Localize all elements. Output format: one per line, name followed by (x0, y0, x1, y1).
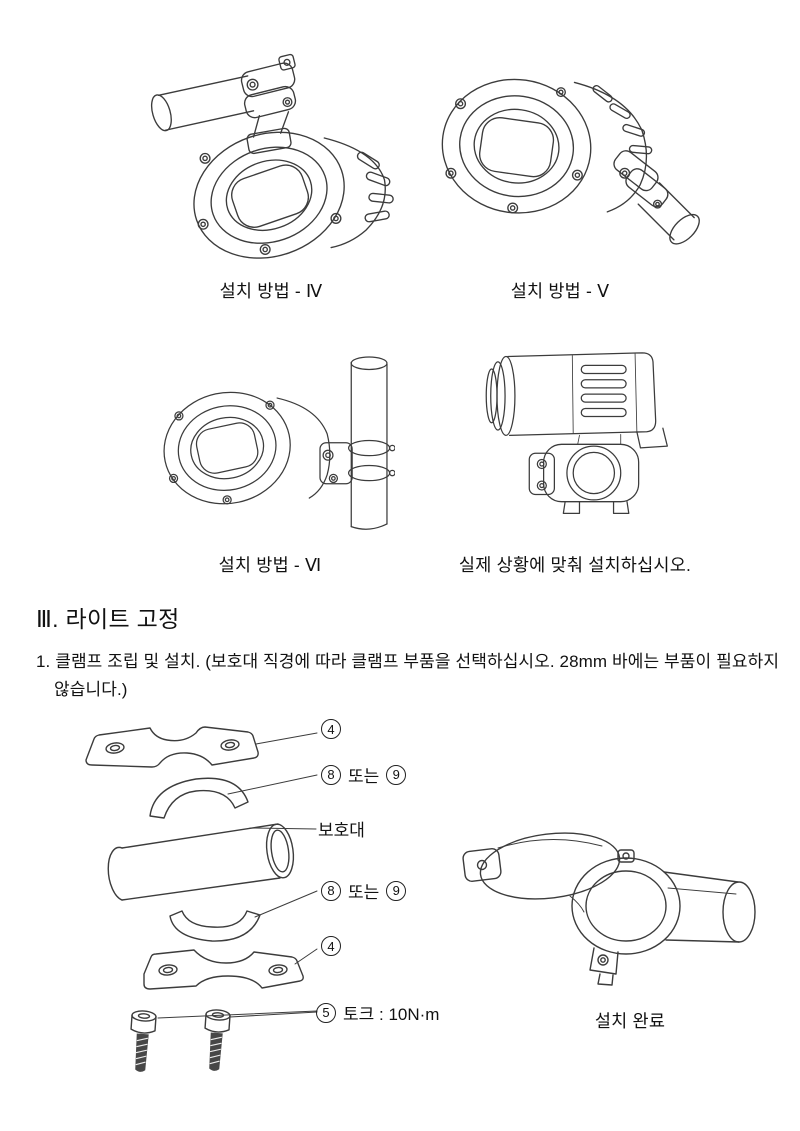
circled-number: 8 (321, 764, 341, 785)
caption-method-6: 설치 방법 - Ⅵ (218, 555, 322, 575)
circled-number: 9 (386, 764, 407, 785)
circled-number: 5 (316, 1002, 336, 1023)
section-heading: Ⅲ. 라이트 고정 (36, 606, 180, 632)
install-method-6-drawing (163, 356, 395, 530)
caption-actual-situation: 실제 상황에 맞춰 설치하십시오. (458, 555, 692, 575)
pole-tube (637, 182, 700, 245)
guard-tube (107, 823, 295, 901)
leader-lines (157, 732, 318, 1019)
lower-shim (169, 910, 261, 942)
step-1-text: 1. 클램프 조립 및 설치. (보호대 직경에 따라 클램프 부품을 선택하십… (36, 652, 780, 699)
tube-clamp (319, 439, 395, 485)
installation-complete-drawing (462, 832, 756, 986)
light-body (276, 397, 339, 499)
label-upper-shim: 8 또는 9 (321, 762, 407, 787)
pole-tube (350, 356, 388, 530)
install-method-5-drawing (441, 78, 700, 245)
label-bottom-clamp: 4 (321, 936, 341, 956)
caption-method-4: 설치 방법 - Ⅳ (219, 281, 323, 301)
tube-clamp (571, 849, 681, 986)
actual-situation-drawing (485, 352, 668, 514)
label-text: 또는 (348, 883, 380, 902)
tube-clamp (613, 150, 669, 209)
label-guard-tube: 보호대 (318, 816, 365, 841)
light-body (323, 137, 394, 249)
light-bezel (441, 78, 592, 214)
light-body (485, 352, 668, 449)
circled-number: 9 (386, 880, 407, 901)
top-clamp-half (85, 726, 259, 768)
torque-bolts (127, 1008, 232, 1074)
light-bezel (193, 131, 345, 259)
tube-clamp (240, 53, 297, 155)
label-text: 또는 (348, 767, 380, 786)
label-text: 보호대 (318, 821, 365, 840)
pole-tube (663, 871, 756, 943)
caption-method-5: 설치 방법 - Ⅴ (510, 281, 610, 301)
label-bolts-torque: 5 토크 : 10N·m (316, 1000, 439, 1025)
label-lower-shim: 8 또는 9 (321, 878, 407, 903)
circled-number: 4 (321, 719, 341, 739)
light-body (462, 832, 621, 913)
light-body (573, 81, 653, 213)
bottom-clamp-half (143, 949, 304, 990)
light-bezel (163, 391, 291, 505)
install-method-4-drawing (150, 53, 394, 259)
clamp-exploded-drawing (85, 726, 318, 1074)
label-text: 토크 : 10N·m (343, 1005, 440, 1024)
pole-tube (150, 75, 255, 132)
caption-installation-complete: 설치 완료 (594, 1011, 666, 1031)
circled-number: 8 (321, 880, 341, 901)
circled-number: 4 (321, 936, 341, 956)
label-top-clamp: 4 (321, 719, 341, 739)
upper-shim (149, 777, 249, 819)
tube-clamp (528, 434, 640, 514)
